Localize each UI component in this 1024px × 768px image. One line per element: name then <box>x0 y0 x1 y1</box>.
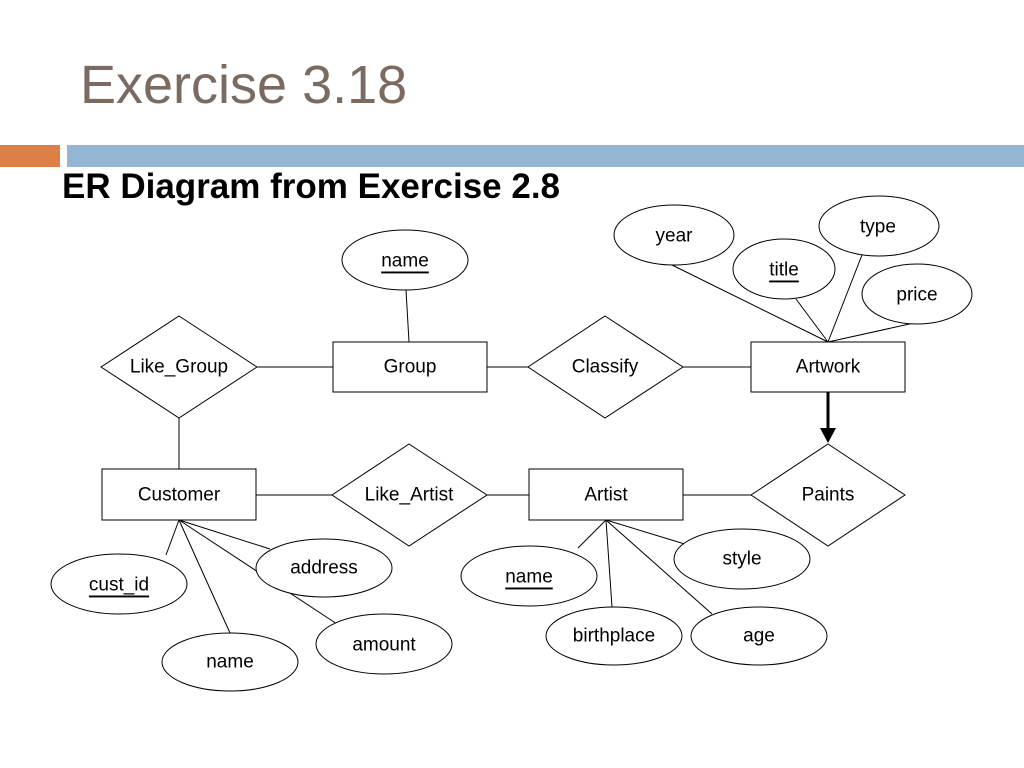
attribute-ellipse <box>732 238 836 300</box>
artist-name-link <box>577 519 607 549</box>
accent-bar-blue <box>67 145 1024 167</box>
customer-cust-id-link <box>165 519 180 556</box>
attribute-ellipse <box>613 204 735 266</box>
arrow-head-icon <box>820 428 836 443</box>
attribute-customer-name: name <box>161 632 299 692</box>
relationship-label: Classify <box>572 357 639 378</box>
attribute-ellipse <box>818 195 940 257</box>
attribute-artwork-title: title <box>732 238 836 300</box>
connector-lines <box>165 254 915 634</box>
artist-birthplace-link <box>605 519 613 608</box>
attribute-label: address <box>290 558 358 579</box>
er-diagram: Group Artwork Customer Artist Like_Group… <box>50 195 973 692</box>
attribute-group-name: name <box>341 229 469 291</box>
attribute-artist-age: age <box>690 606 828 666</box>
attribute-ellipse <box>315 613 453 675</box>
attribute-label: price <box>896 285 937 306</box>
attribute-label: name <box>505 567 553 588</box>
attribute-ellipse <box>861 263 973 325</box>
artist-style-link <box>605 519 689 546</box>
entity-label: Artwork <box>796 357 861 378</box>
relationship-label: Paints <box>802 485 855 506</box>
attribute-label: age <box>743 626 775 647</box>
customer-name-link <box>178 519 231 634</box>
artwork-title-link <box>795 298 829 343</box>
attribute-ellipse <box>460 545 598 607</box>
entity-group: Group <box>332 341 488 393</box>
attribute-label: amount <box>352 635 416 656</box>
customer-address-link <box>178 519 271 550</box>
entity-box <box>750 341 906 393</box>
attribute-ellipse <box>161 632 299 692</box>
attribute-artwork-type: type <box>818 195 940 257</box>
entity-label: Customer <box>138 485 221 506</box>
attribute-artist-birthplace: birthplace <box>545 606 683 666</box>
accent-bar-orange <box>0 145 60 167</box>
attribute-label: cust_id <box>89 575 149 596</box>
attribute-label: birthplace <box>573 626 655 647</box>
attribute-artwork-price: price <box>861 263 973 325</box>
attribute-ellipse <box>673 528 811 590</box>
entity-artist: Artist <box>528 468 684 521</box>
relationship-label: Like_Group <box>130 357 228 378</box>
attribute-label: name <box>206 652 254 673</box>
attribute-customer-cust-id: cust_id <box>50 553 188 615</box>
relationship-diamond <box>331 443 488 547</box>
relationship-classify: Classify <box>527 315 684 419</box>
entity-box <box>332 341 488 393</box>
relationship-paints: Paints <box>750 443 906 547</box>
attribute-customer-address: address <box>255 538 393 598</box>
attribute-ellipse <box>690 606 828 666</box>
entity-customer: Customer <box>101 468 257 521</box>
relationship-diamond <box>527 315 684 419</box>
slide-subtitle: ER Diagram from Exercise 2.8 <box>62 167 560 206</box>
entity-box <box>528 468 684 521</box>
attribute-label: name <box>381 251 429 272</box>
attribute-label: type <box>860 217 896 238</box>
attribute-label: title <box>769 260 799 281</box>
entity-label: Group <box>384 357 437 378</box>
artwork-paints-arrow <box>820 392 836 443</box>
group-name-link <box>405 289 410 343</box>
attribute-customer-amount: amount <box>315 613 453 675</box>
attribute-label: year <box>656 226 694 247</box>
entity-artwork: Artwork <box>750 341 906 393</box>
attribute-ellipse <box>341 229 469 291</box>
attribute-artist-style: style <box>673 528 811 590</box>
attribute-artist-name: name <box>460 545 598 607</box>
attribute-ellipse <box>545 606 683 666</box>
attribute-ellipse <box>50 553 188 615</box>
attribute-label: style <box>722 549 761 570</box>
artwork-type-link <box>827 254 863 343</box>
relationship-label: Like_Artist <box>365 485 454 506</box>
entity-box <box>101 468 257 521</box>
artwork-price-link <box>827 322 915 343</box>
relationship-diamond <box>100 315 258 419</box>
artwork-year-link <box>671 264 829 343</box>
relationship-diamond <box>750 443 906 547</box>
artist-age-link <box>605 519 713 615</box>
relationship-like-group: Like_Group <box>100 315 258 419</box>
entity-label: Artist <box>584 485 628 506</box>
attribute-ellipse <box>255 538 393 598</box>
attribute-artwork-year: year <box>613 204 735 266</box>
slide-title: Exercise 3.18 <box>80 55 407 115</box>
relationship-like-artist: Like_Artist <box>331 443 488 547</box>
